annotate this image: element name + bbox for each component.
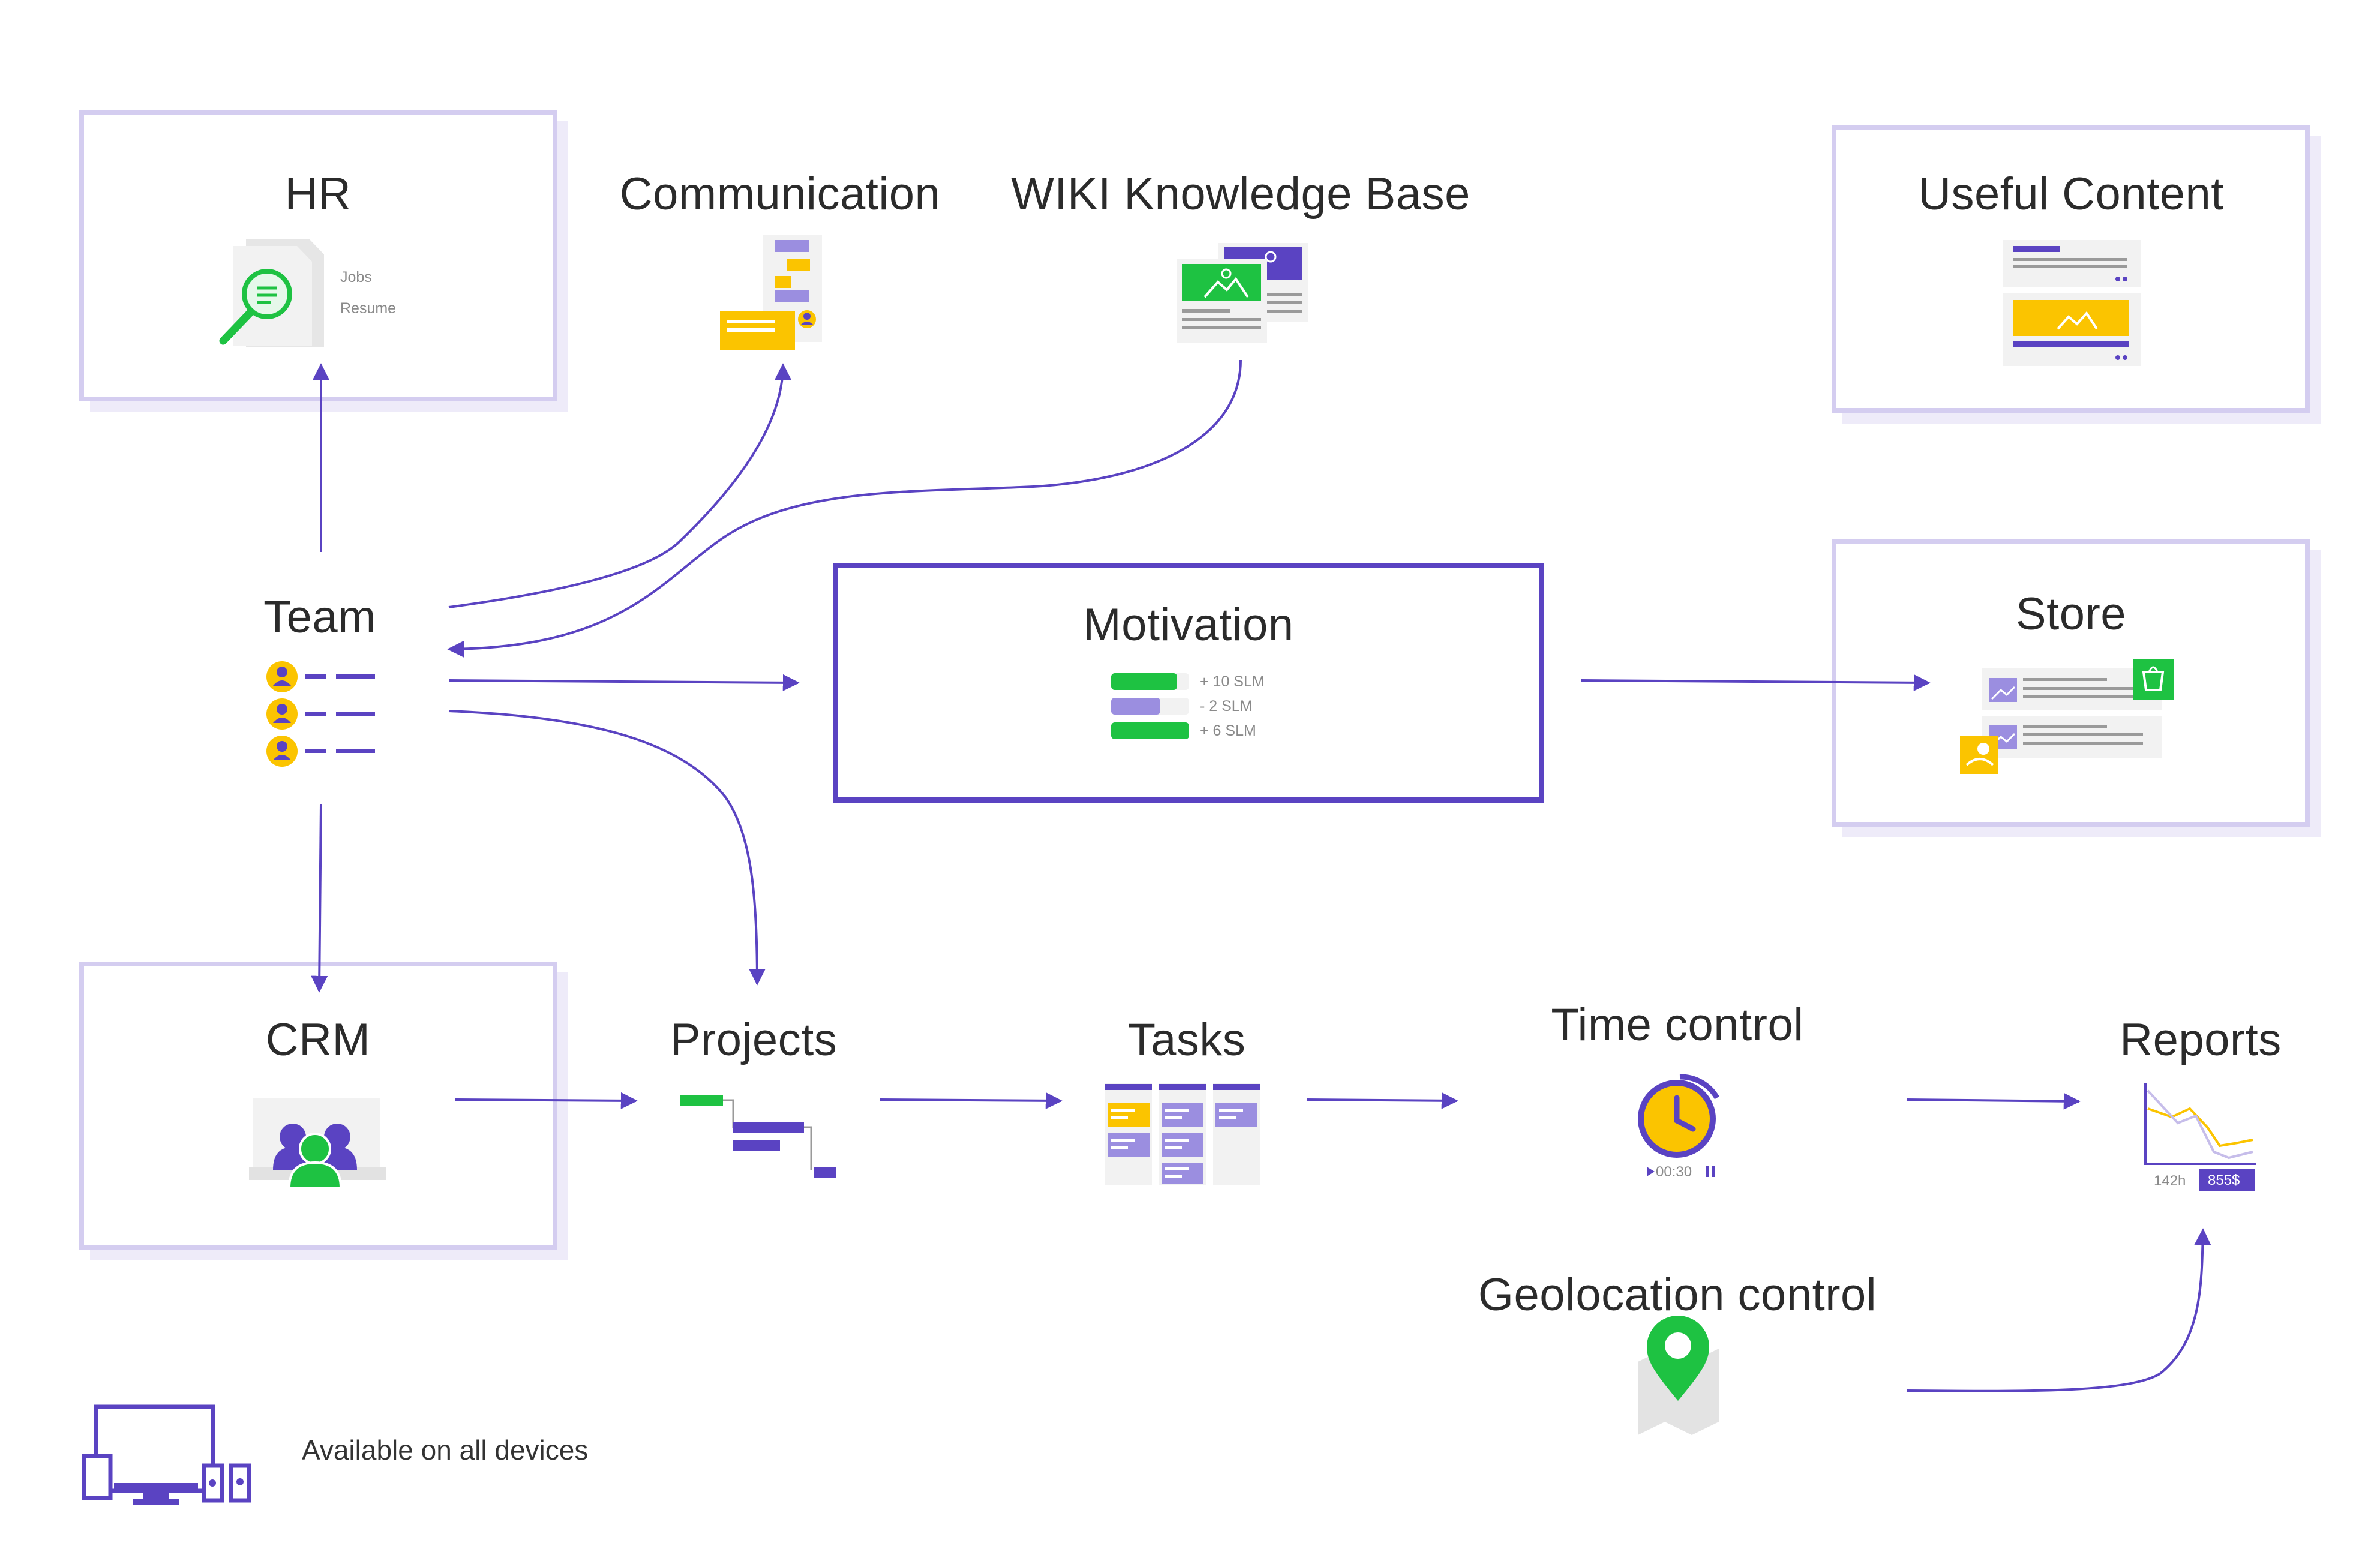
hr-documents-icon <box>219 239 324 347</box>
hr-resume-text: Resume <box>340 300 397 317</box>
motivation-row-3-text: + 6 SLM <box>1200 722 1256 739</box>
chat-icon <box>720 235 822 350</box>
timer-text: 00:30 <box>1656 1164 1692 1180</box>
communication-title: Communication <box>619 169 941 220</box>
store-products-icon <box>1960 659 2174 774</box>
kanban-board-icon <box>1105 1083 1260 1185</box>
motivation-row-2-text: - 2 SLM <box>1200 698 1253 715</box>
motivation-title: Motivation <box>1083 599 1294 650</box>
report-amount-text: 855$ <box>2208 1172 2240 1188</box>
wiki-title: WIKI Knowledge Base <box>1011 169 1470 220</box>
tasks-title: Tasks <box>1127 1014 1246 1065</box>
arrow-tasks-to-time <box>1306 1092 1458 1109</box>
arrow-team-to-projects <box>448 710 766 986</box>
arrow-projects-to-tasks <box>880 1092 1063 1109</box>
connectors <box>311 359 2211 1392</box>
arrow-team-to-crm <box>311 803 328 993</box>
arrow-geolocation-to-reports <box>1906 1228 2211 1392</box>
time-control-title: Time control <box>1551 999 1804 1050</box>
team-members-icon <box>266 661 375 767</box>
report-hours-text: 142h <box>2154 1173 2186 1189</box>
motivation-row-1-text: + 10 SLM <box>1200 673 1265 690</box>
useful-content-title: Useful Content <box>1918 169 2224 220</box>
gantt-chart-icon <box>680 1095 836 1178</box>
map-pin-icon <box>1638 1316 1719 1435</box>
arrow-wiki-to-team <box>447 359 1242 658</box>
hr-title: HR <box>284 169 352 220</box>
timer-clock-icon <box>1638 1074 1719 1177</box>
store-title: Store <box>2015 589 2127 640</box>
arrow-team-to-communication <box>448 363 791 608</box>
content-cards-icon <box>2003 240 2141 366</box>
motivation-bars-icon <box>1111 673 1189 739</box>
arrow-team-to-motivation <box>448 674 800 691</box>
arrow-time-to-reports <box>1906 1092 2081 1110</box>
report-amount-badge <box>2199 1169 2255 1191</box>
crm-title: CRM <box>265 1014 371 1065</box>
arrow-crm-to-projects <box>454 1092 638 1109</box>
report-chart-icon <box>2144 1083 2256 1165</box>
geolocation-title: Geolocation control <box>1478 1269 1877 1320</box>
arrow-motivation-to-store <box>1580 674 1931 691</box>
hr-jobs-text: Jobs <box>340 269 372 286</box>
devices-text: Available on all devices <box>302 1434 589 1466</box>
projects-title: Projects <box>670 1014 838 1065</box>
reports-title: Reports <box>2120 1014 2282 1065</box>
team-title: Team <box>263 592 376 643</box>
wiki-articles-icon <box>1177 243 1308 343</box>
devices-details <box>114 1478 244 1505</box>
crm-clients-icon <box>249 1098 386 1189</box>
